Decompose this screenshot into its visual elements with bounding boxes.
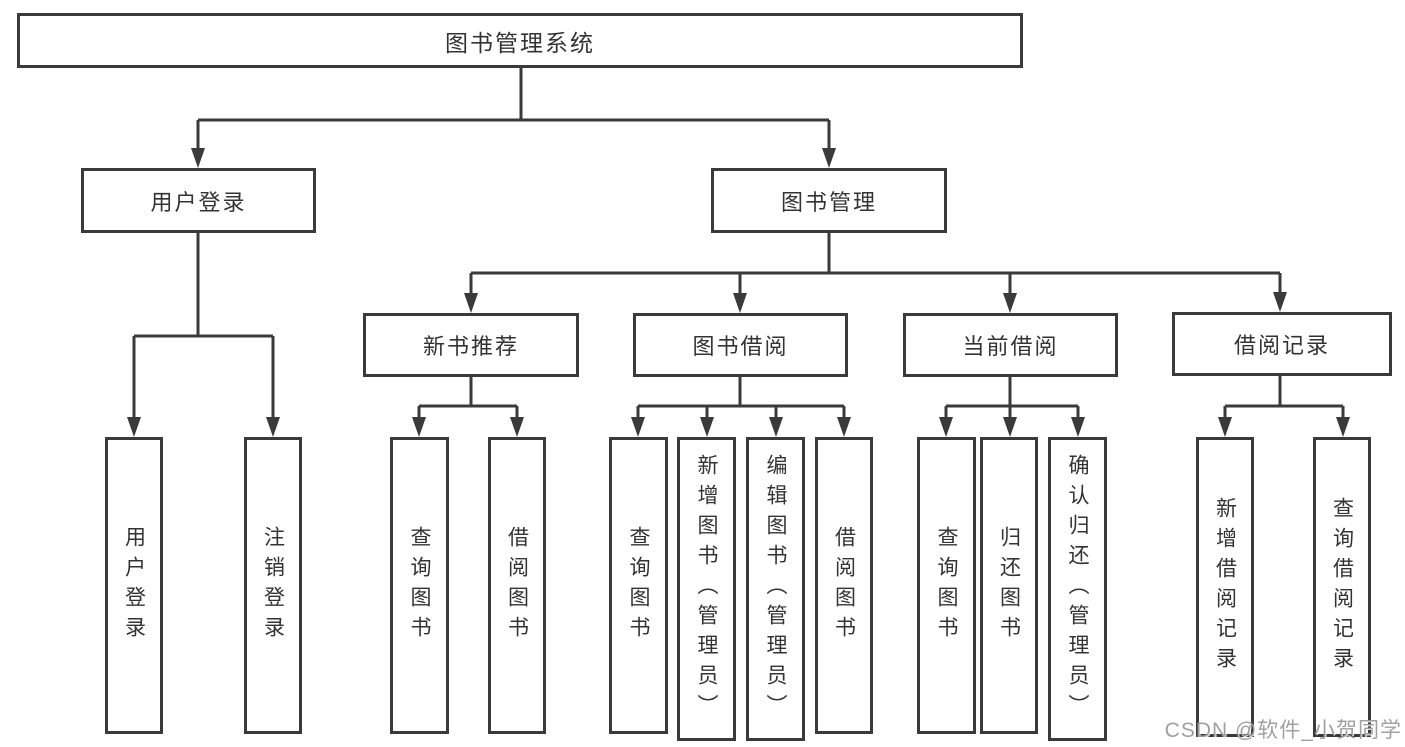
node-new-book-recommend: 新书推荐 [363, 313, 579, 377]
leaf-cb-confirm-return-admin: 确认归还（管理员） [1048, 437, 1107, 741]
arrowheads [127, 148, 1350, 437]
node-current-borrowing: 当前借阅 [903, 313, 1118, 377]
leaf-user-login: 用户登录 [105, 437, 163, 734]
leaf-br-query-record: 查询借阅记录 [1313, 437, 1371, 737]
leaf-cb-return-books: 归还图书 [980, 437, 1038, 734]
leaf-bb-query-books: 查询图书 [609, 437, 668, 734]
leaf-nbr-query-books: 查询图书 [390, 437, 449, 734]
node-book-borrowing: 图书借阅 [633, 313, 848, 377]
leaf-bb-add-books-admin: 新增图书（管理员） [677, 437, 736, 741]
leaf-bb-edit-books-admin: 编辑图书（管理员） [746, 437, 805, 741]
node-root: 图书管理系统 [17, 13, 1023, 68]
leaf-nbr-borrow-books: 借阅图书 [488, 437, 546, 734]
node-borrowing-records: 借阅记录 [1172, 312, 1392, 376]
node-user-login: 用户登录 [81, 168, 316, 233]
leaf-logout: 注销登录 [244, 437, 302, 734]
leaf-bb-borrow-books: 借阅图书 [815, 437, 873, 734]
leaf-cb-query-books: 查询图书 [917, 437, 976, 734]
leaf-br-add-record: 新增借阅记录 [1196, 437, 1254, 737]
node-book-management: 图书管理 [711, 168, 947, 233]
